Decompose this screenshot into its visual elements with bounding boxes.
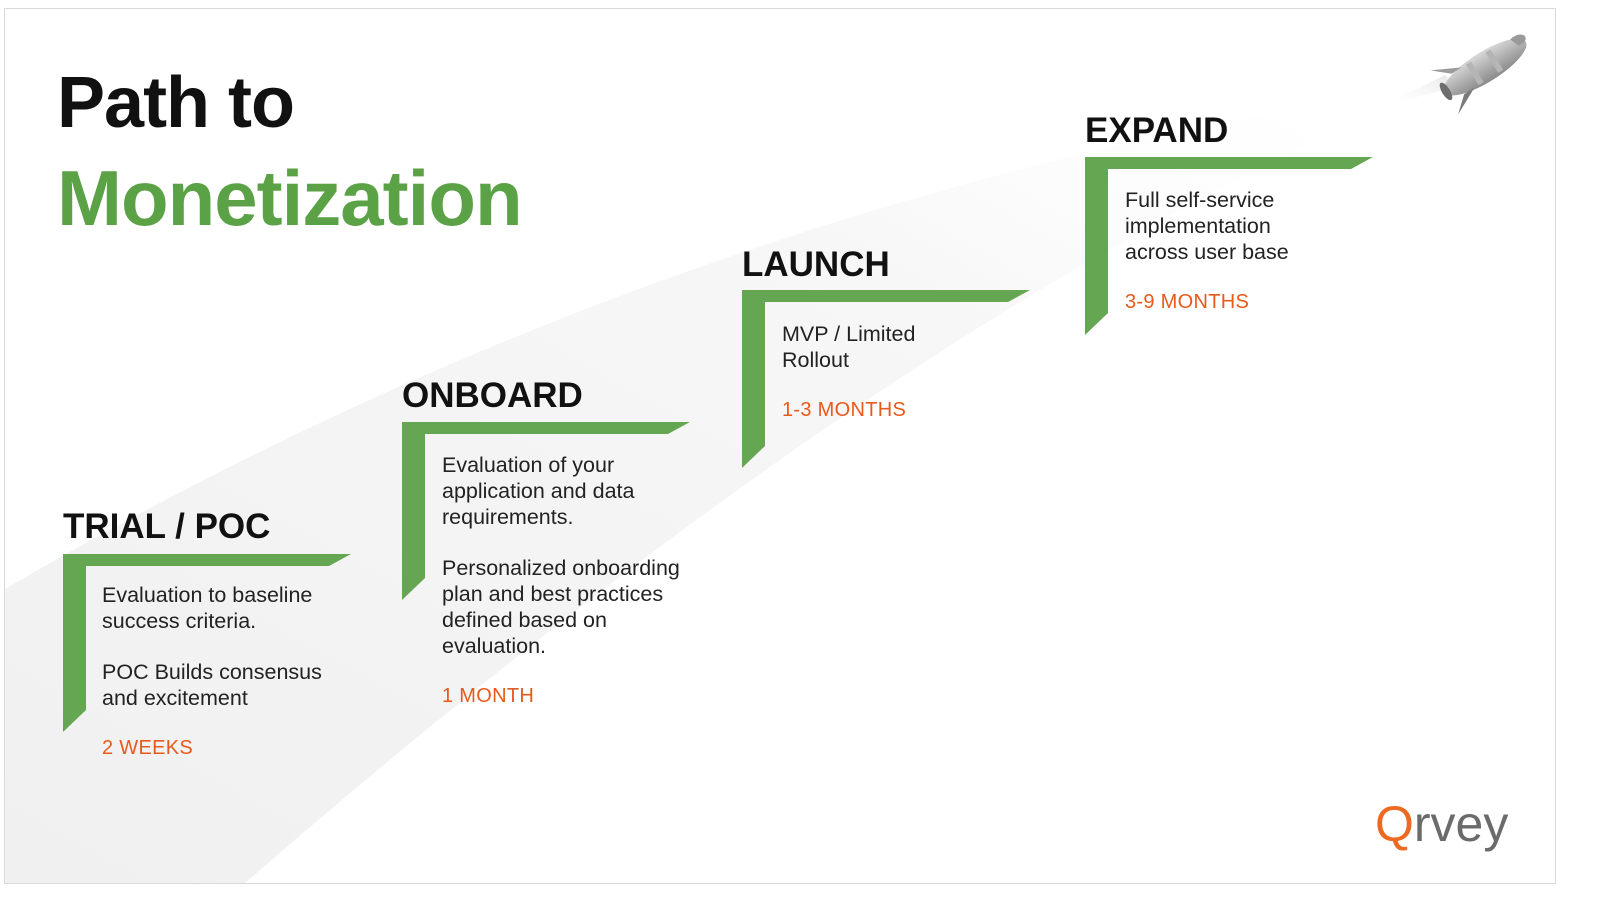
light-beam-shape: [5, 89, 1410, 883]
step-duration: 3-9 MONTHS: [1125, 291, 1250, 313]
step-title: ONBOARD: [402, 376, 583, 415]
brand-logo: Qrvey: [1375, 795, 1508, 853]
step-duration: 1-3 MONTHS: [782, 399, 907, 421]
step-description: POC Builds consensus and excitement: [102, 660, 322, 710]
rocket-icon: [1380, 34, 1527, 115]
step-title: EXPAND: [1085, 111, 1229, 150]
title-line-1: Path to: [57, 63, 295, 143]
slide: Path to Monetization TRIAL / POC Evaluat…: [4, 8, 1556, 884]
logo-q: Q: [1375, 796, 1414, 852]
step-duration: 2 WEEKS: [102, 737, 194, 759]
title-line-2: Monetization: [57, 154, 523, 242]
step-description: MVP / Limited Rollout: [782, 322, 916, 372]
step-description: Evaluation of your application and data …: [442, 453, 635, 529]
step-description: Full self-service implementation across …: [1125, 188, 1289, 264]
logo-text: rvey: [1413, 796, 1509, 852]
step-duration: 1 MONTH: [442, 685, 535, 707]
step-title: TRIAL / POC: [63, 507, 271, 546]
step-title: LAUNCH: [742, 245, 890, 284]
step-description: Evaluation to baseline success criteria.: [102, 583, 313, 633]
step-description: Personalized onboarding plan and best pr…: [442, 556, 680, 658]
